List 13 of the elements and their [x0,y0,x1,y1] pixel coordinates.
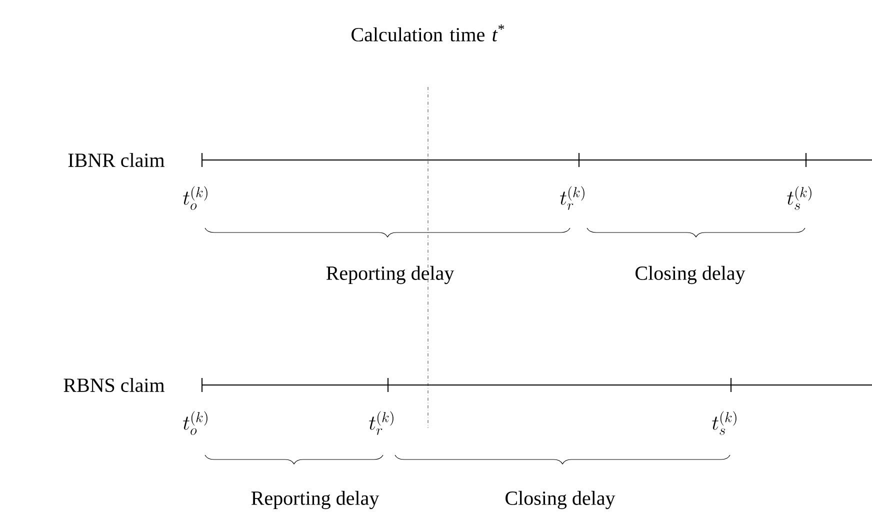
time-point-label: $t_r^{(k)}$ [560,186,584,210]
time-point-label: $t_o^{(k)}$ [183,186,208,210]
time-point-label: $t_o^{(k)}$ [183,411,208,435]
delay-label: Reporting delay [326,266,454,284]
time-point-label: $t_s^{(k)}$ [712,411,736,435]
delay-label: Closing delay [636,266,746,284]
time-point-label: $t_s^{(k)}$ [787,186,812,210]
time-point-label: $t_r^{(k)}$ [369,411,394,435]
delay-label: Closing delay [506,490,616,510]
calculation-time-label: Calculation time t$^{*}$ [352,24,504,42]
delay-label: Reporting delay [251,490,380,510]
row-label: RBNS claim [64,378,164,392]
row-label: IBNR claim [68,152,164,168]
